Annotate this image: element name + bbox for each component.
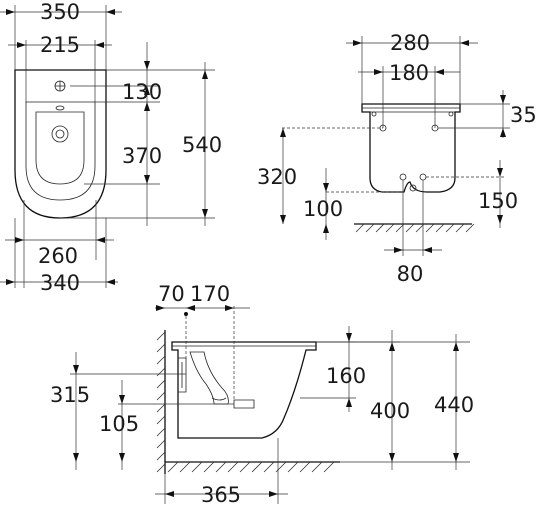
dim-side-body-height: 400 [370,399,410,423]
dim-side-depth: 365 [201,483,241,507]
dim-side-waste-height: 105 [99,412,139,436]
rear-view-outline [361,103,461,193]
side-drain-outlet [233,399,255,409]
side-view: 70 170 315 105 160 400 440 [50,282,474,507]
side-inner-bowl [189,351,229,405]
side-wall-hatch [156,331,166,473]
drain-hole [51,125,69,143]
side-body-outline [171,341,317,439]
dim-rear-bottom-width: 80 [397,262,424,286]
rear-view: 280 180 35 320 100 150 [257,31,537,286]
top-view-basin [35,111,85,185]
side-floor-hatch [167,461,335,473]
dim-top-width-inner: 215 [40,33,80,57]
dim-side-outlet-height: 315 [50,383,90,407]
dim-top-tap-height: 130 [122,80,162,104]
dim-rear-mount-height: 320 [257,165,297,189]
dim-top-inner-height: 370 [122,144,162,168]
dim-rear-width-overall: 280 [390,31,430,55]
dim-rear-bottom-height: 100 [303,197,343,221]
top-view: 350 215 130 370 540 260 340 [0,0,222,295]
rear-floor-hatch [355,223,475,233]
dim-side-rim-offset: 160 [326,364,366,388]
dim-top-overall-height: 540 [182,133,222,157]
top-view-bowl-outline [14,69,107,219]
dim-top-base-outer: 340 [40,271,80,295]
dim-side-drain-offset: 170 [190,282,230,306]
overflow-hole [55,105,65,111]
dim-top-base-inner: 260 [38,244,78,268]
side-waste-pipe [178,357,187,393]
dim-rear-hole-height: 150 [478,189,518,213]
dim-side-tap-offset: 70 [158,282,185,306]
top-view-inner-rim [25,101,96,201]
dim-side-total-height: 440 [434,393,474,417]
dim-rear-top-offset: 35 [510,103,537,127]
dim-rear-hole-spacing: 180 [389,61,429,85]
dim-top-width-overall: 350 [40,0,80,24]
side-tap-point [184,312,188,316]
rear-mount-holes [371,111,454,192]
